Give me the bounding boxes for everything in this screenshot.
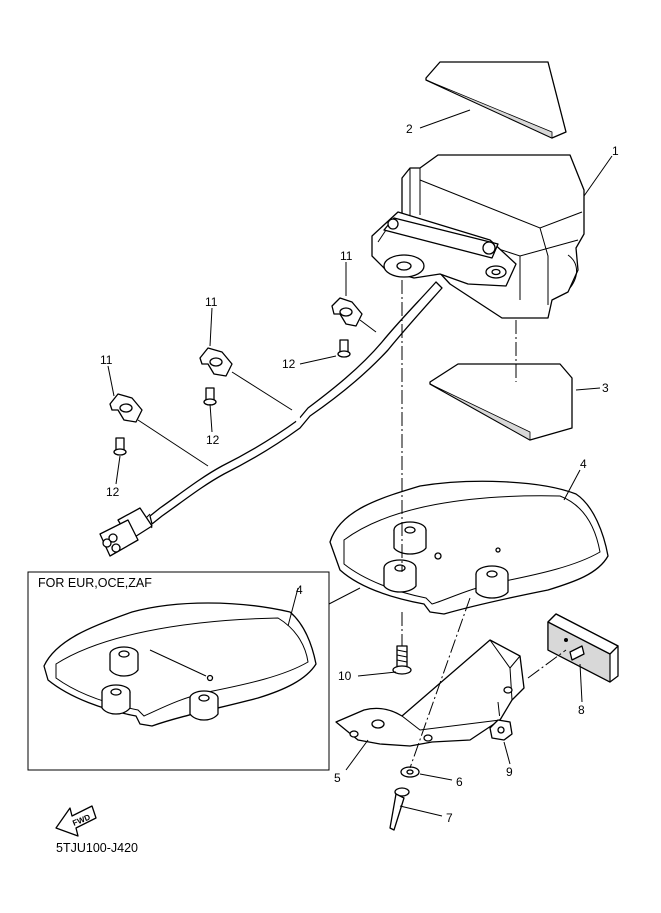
callout-12-a: 12 bbox=[282, 357, 296, 371]
cover-4 bbox=[329, 480, 609, 615]
callout-12-c: 12 bbox=[106, 485, 120, 499]
inset-title: FOR EUR,OCE,ZAF bbox=[38, 576, 152, 590]
inset-callout-4: 4 bbox=[296, 583, 303, 597]
pad-2 bbox=[425, 61, 567, 139]
callout-2: 2 bbox=[406, 122, 413, 136]
tail-light-1 bbox=[371, 154, 585, 319]
rivet-7 bbox=[389, 787, 410, 831]
callout-8: 8 bbox=[578, 703, 585, 717]
alignment-lines bbox=[401, 280, 567, 769]
nut-9 bbox=[489, 719, 513, 741]
clamp-11-c bbox=[109, 393, 143, 423]
leader-lines bbox=[107, 109, 613, 817]
callout-4: 4 bbox=[580, 457, 587, 471]
callout-12-b: 12 bbox=[206, 433, 220, 447]
diagram-code: 5TJU100-J420 bbox=[56, 841, 138, 855]
callout-6: 6 bbox=[456, 775, 463, 789]
wire-break bbox=[291, 409, 303, 425]
callout-11-a: 11 bbox=[340, 249, 353, 263]
callout-3: 3 bbox=[602, 381, 609, 395]
wire-harness bbox=[99, 281, 443, 557]
inset-box bbox=[27, 571, 361, 771]
washer-6 bbox=[400, 766, 420, 778]
screw-12-c bbox=[113, 437, 127, 456]
bracket-5 bbox=[335, 639, 525, 747]
callout-7: 7 bbox=[446, 811, 453, 825]
fwd-arrow-icon: FWD bbox=[55, 805, 97, 837]
reflector-8 bbox=[547, 613, 619, 683]
callouts: 1 2 3 4 5 6 7 8 9 10 11 11 11 12 12 12 4 bbox=[100, 122, 619, 825]
screw-12-b bbox=[203, 387, 217, 406]
callout-11-b: 11 bbox=[205, 295, 218, 309]
callout-5: 5 bbox=[334, 771, 341, 785]
callout-1: 1 bbox=[612, 144, 619, 158]
callout-9: 9 bbox=[506, 765, 513, 779]
clamp-11-b bbox=[199, 347, 233, 377]
bolt-10 bbox=[392, 645, 412, 675]
pad-3 bbox=[429, 363, 573, 441]
callout-10: 10 bbox=[338, 669, 352, 683]
screw-12-a bbox=[337, 339, 351, 358]
clamp-11-a bbox=[331, 297, 363, 327]
callout-11-c: 11 bbox=[100, 353, 113, 367]
